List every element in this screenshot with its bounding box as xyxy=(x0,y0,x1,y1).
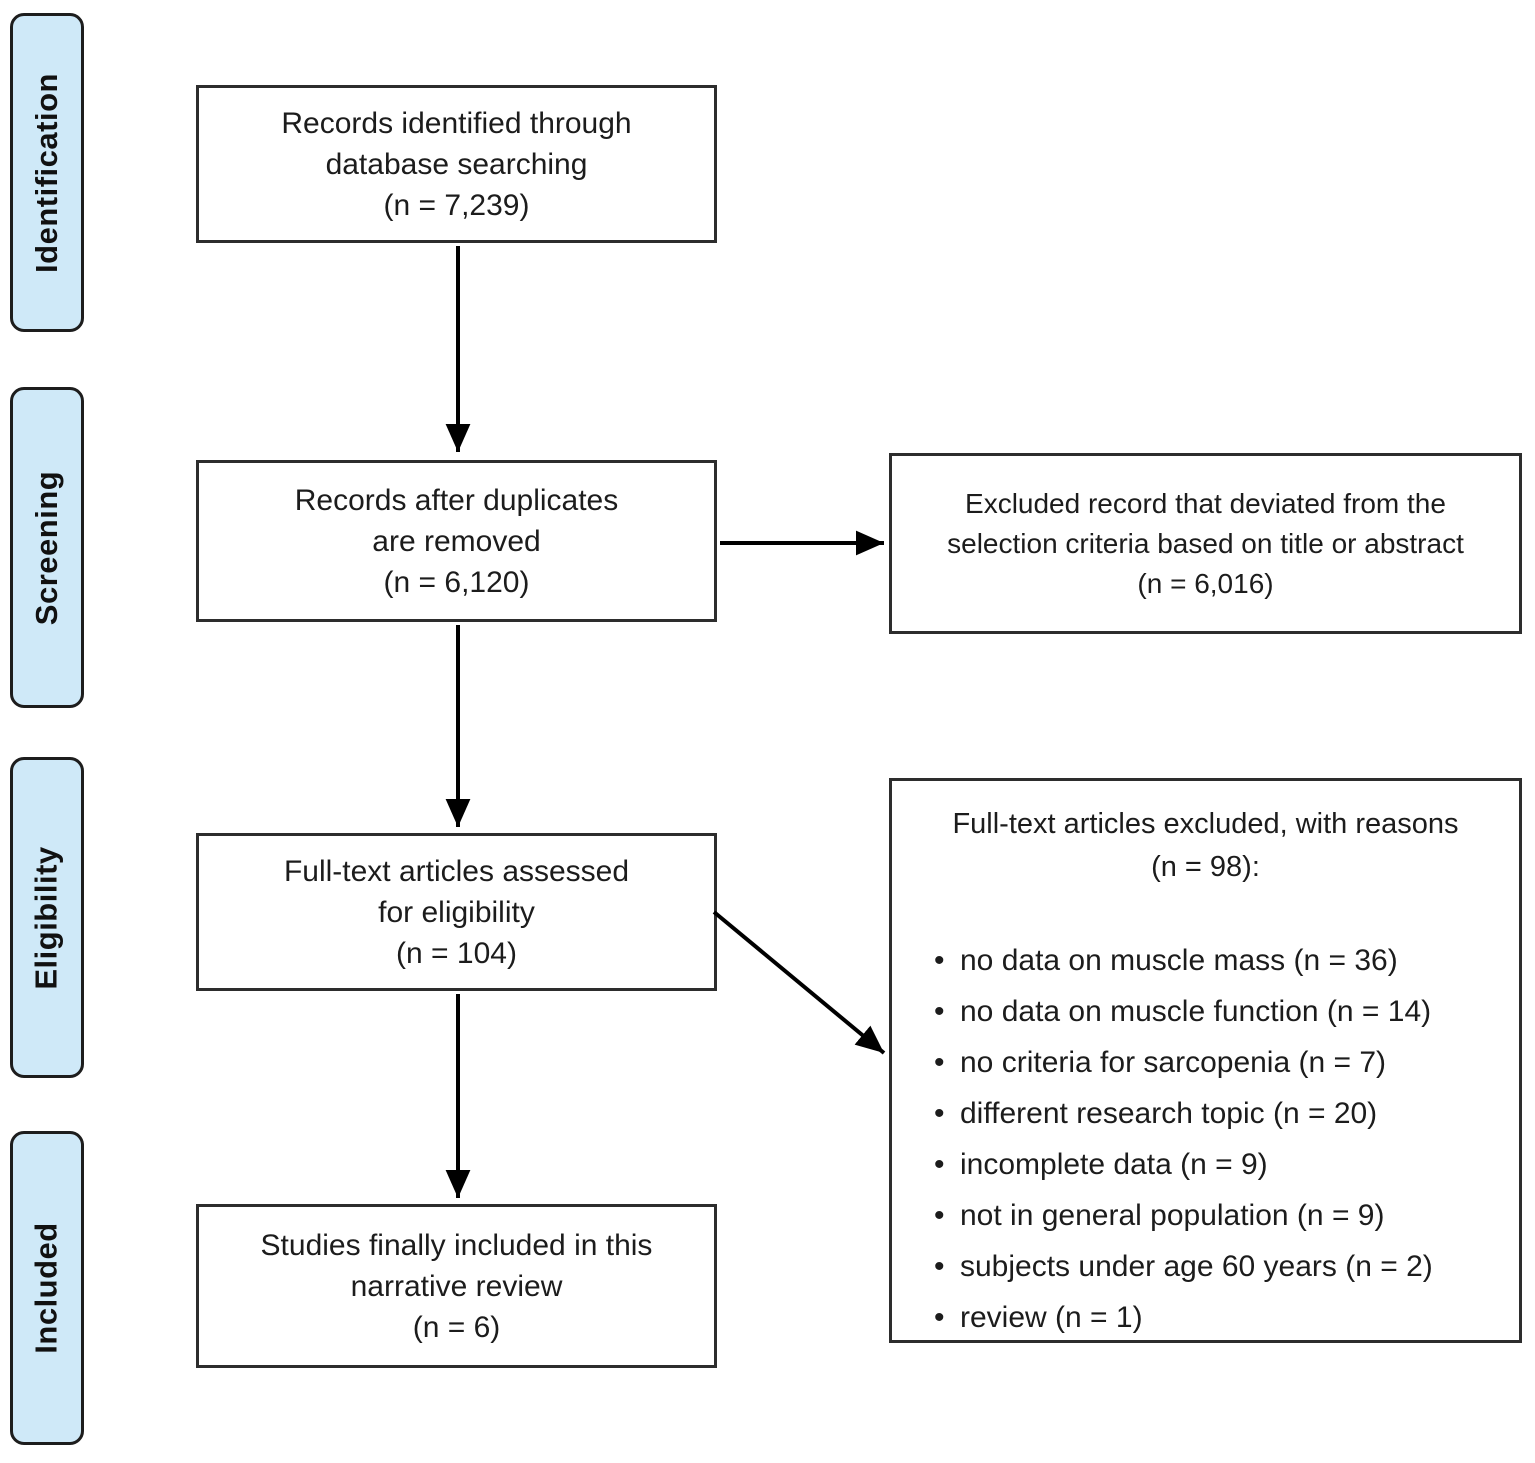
stage-label-eligibility-text: Eligibility xyxy=(29,845,65,990)
exclusion-reason-text: different research topic (n = 20) xyxy=(960,1097,1378,1130)
exclusion-reason-item: not in general population (n = 9) xyxy=(934,1190,1501,1241)
exclusion-reason-item: no data on muscle mass (n = 36) xyxy=(934,935,1501,986)
box-fulltext-excluded-reasons: Full-text articles excluded, with reason… xyxy=(889,778,1522,1343)
box-studies-included: Studies finally included in this narrati… xyxy=(196,1204,717,1368)
stage-label-included-text: Included xyxy=(29,1222,65,1354)
box-excluded-title-abstract: Excluded record that deviated from the s… xyxy=(889,453,1522,634)
stage-label-screening: Screening xyxy=(10,387,84,708)
exclusion-reason-item: different research topic (n = 20) xyxy=(934,1088,1501,1139)
exclusion-reason-text: no data on muscle mass (n = 36) xyxy=(960,944,1398,977)
arrow-fulltext-to-reasons xyxy=(712,910,886,1055)
exclusion-reason-text: no data on muscle function (n = 14) xyxy=(960,995,1432,1028)
stage-label-identification-text: Identification xyxy=(29,72,65,273)
exclusion-reason-text: review (n = 1) xyxy=(960,1301,1143,1334)
exclusion-reason-text: subjects under age 60 years (n = 2) xyxy=(960,1250,1433,1283)
stage-label-included: Included xyxy=(10,1131,84,1445)
box-studies-included-text: Studies finally included in this narrati… xyxy=(260,1228,653,1344)
exclusion-reason-text: not in general population (n = 9) xyxy=(960,1199,1385,1232)
stage-label-screening-text: Screening xyxy=(29,470,65,625)
exclusion-reason-item: review (n = 1) xyxy=(934,1292,1501,1343)
box-fulltext-excluded-reasons-heading: Full-text articles excluded, with reason… xyxy=(952,808,1459,883)
box-records-identified-text: Records identified through database sear… xyxy=(281,106,632,222)
exclusion-reason-item: subjects under age 60 years (n = 2) xyxy=(934,1241,1501,1292)
exclusion-reason-list: no data on muscle mass (n = 36) no data … xyxy=(910,935,1501,1343)
stage-label-eligibility: Eligibility xyxy=(10,757,84,1078)
exclusion-reason-item: no data on muscle function (n = 14) xyxy=(934,986,1501,1037)
box-excluded-title-abstract-text: Excluded record that deviated from the s… xyxy=(947,487,1464,599)
box-records-identified: Records identified through database sear… xyxy=(196,85,717,243)
exclusion-reason-text: incomplete data (n = 9) xyxy=(960,1148,1268,1181)
box-records-after-duplicates: Records after duplicates are removed (n … xyxy=(196,460,717,622)
exclusion-reason-text: no criteria for sarcopenia (n = 7) xyxy=(960,1046,1387,1079)
exclusion-reason-item: no criteria for sarcopenia (n = 7) xyxy=(934,1037,1501,1088)
exclusion-reason-item: incomplete data (n = 9) xyxy=(934,1139,1501,1190)
box-records-after-duplicates-text: Records after duplicates are removed (n … xyxy=(294,483,619,599)
box-fulltext-assessed: Full-text articles assessed for eligibil… xyxy=(196,833,717,991)
box-fulltext-assessed-text: Full-text articles assessed for eligibil… xyxy=(283,854,630,970)
stage-label-identification: Identification xyxy=(10,13,84,332)
